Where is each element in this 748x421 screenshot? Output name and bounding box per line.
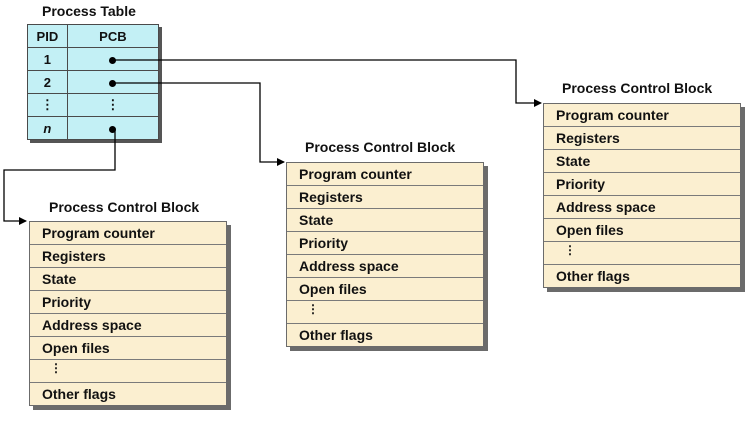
pointer-dot-icon: [109, 125, 117, 133]
pcb-pointer-2: [66, 70, 160, 94]
pcb-field: Open files: [30, 337, 226, 360]
pcb-field: Program counter: [544, 104, 740, 127]
pcb-pointer-1: [66, 47, 160, 71]
process-table-title: Process Table: [42, 3, 136, 19]
pcb-pointer-n: [66, 116, 160, 140]
pcb-field: Address space: [30, 314, 226, 337]
pcb-title-right: Process Control Block: [562, 80, 713, 96]
pcb-block-middle: Program counter Registers State Priority…: [286, 162, 484, 347]
pcb-field: Open files: [287, 278, 483, 301]
pcb-field: State: [287, 209, 483, 232]
process-table: PID PCB 1 2 ⋮ ⋮ n: [27, 24, 160, 140]
pcb-field: Registers: [544, 127, 740, 150]
arrow-pid-n-to-pcb: [3, 128, 116, 225]
pointer-dot-icon: [109, 79, 117, 87]
pcb-field: Open files: [544, 219, 740, 242]
pcb-field: Priority: [30, 291, 226, 314]
pcb-field: State: [30, 268, 226, 291]
pcb-field: Priority: [287, 232, 483, 255]
pcb-block-right: Program counter Registers State Priority…: [543, 103, 741, 288]
pointer-dot-icon: [109, 56, 117, 64]
arrow-pid-2-to-pcb: [115, 82, 285, 166]
pcb-field: Address space: [287, 255, 483, 278]
pcb-title-middle: Process Control Block: [305, 139, 456, 155]
pcb-field: Program counter: [287, 163, 483, 186]
pcb-field: Priority: [544, 173, 740, 196]
pcb-field: Other flags: [299, 327, 373, 343]
pcb-field: Registers: [287, 186, 483, 209]
pcb-field: Registers: [30, 245, 226, 268]
pcb-field: State: [544, 150, 740, 173]
pid-cell-ellipsis: ⋮: [27, 93, 68, 117]
pcb-field-ellipsis: ⋮: [544, 242, 740, 265]
pcb-block-left: Program counter Registers State Priority…: [29, 221, 227, 406]
arrow-pid-1-to-pcb: [115, 59, 542, 107]
pcb-field-ellipsis: ⋮: [287, 301, 483, 324]
pcb-field: Other flags: [42, 386, 116, 402]
pcb-field: Address space: [544, 196, 740, 219]
pid-cell-n: n: [27, 116, 68, 140]
pcb-cell-ellipsis: ⋮: [66, 93, 160, 117]
pcb-title-left: Process Control Block: [49, 199, 200, 215]
pcb-header: PCB: [66, 24, 160, 48]
pcb-field-ellipsis: ⋮: [30, 360, 226, 383]
pcb-field: Program counter: [30, 222, 226, 245]
pcb-field: Other flags: [556, 268, 630, 284]
pid-cell-2: 2: [27, 70, 68, 94]
